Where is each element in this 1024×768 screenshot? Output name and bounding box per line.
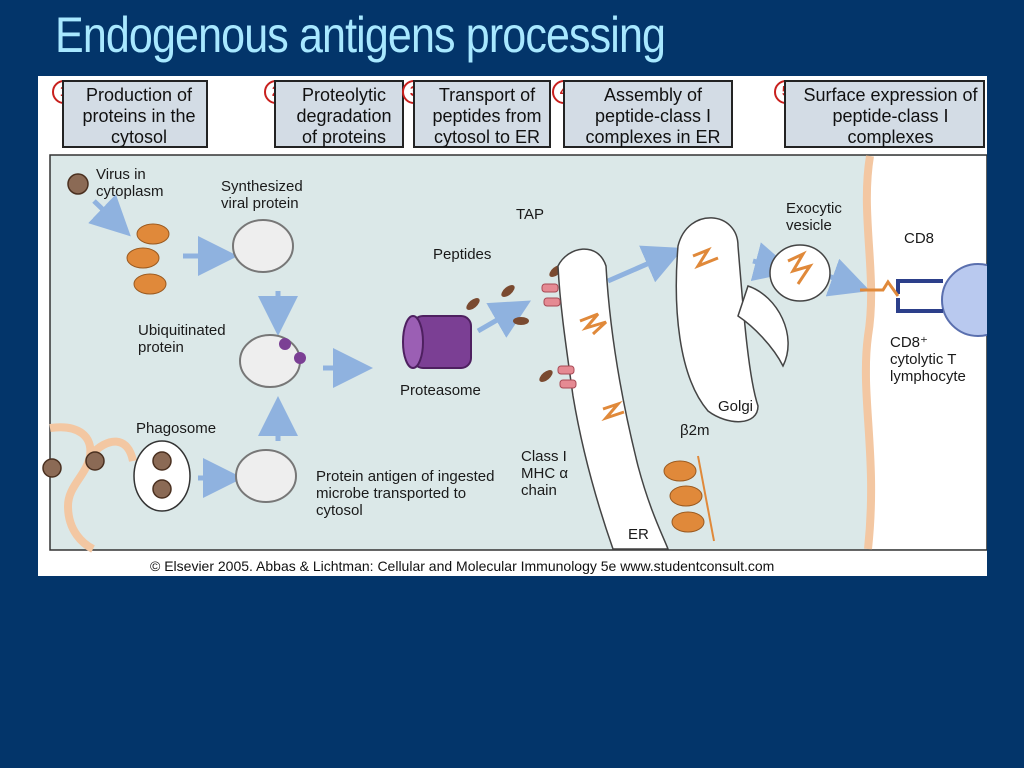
exocytic-vesicle	[769, 244, 831, 302]
step-text-4: Assembly of peptide-class I complexes in…	[585, 85, 721, 147]
step-text-2: Proteolytic degradation of proteins	[296, 85, 392, 147]
label-protein-antigen: Protein antigen of ingested microbe tran…	[316, 468, 495, 519]
virus-icon	[42, 173, 105, 478]
step-box-2: Proteolytic degradation of proteins	[274, 80, 404, 148]
cd8-t-cell	[941, 263, 987, 337]
step-box-3: Transport of peptides from cytosol to ER	[413, 80, 551, 148]
step-box-1: Production of proteins in the cytosol	[62, 80, 208, 148]
label-b2m: β2m	[680, 422, 710, 439]
ingested-microbe-icon	[152, 451, 172, 499]
label-class-i-mhc: Class I MHC α chain	[521, 448, 568, 499]
pathway-arrows	[88, 194, 871, 498]
step-text-3: Transport of peptides from cytosol to ER	[432, 85, 542, 147]
label-golgi: Golgi	[718, 398, 754, 415]
golgi-apparatus	[675, 217, 759, 423]
label-virus: Virus in cytoplasm	[96, 166, 164, 200]
peptide-icon	[466, 265, 563, 382]
cell-membrane	[861, 155, 876, 550]
label-proteasome: Proteasome	[400, 382, 481, 399]
folded-protein-icon	[232, 219, 301, 503]
label-cd8-cell: CD8⁺ cytolytic T lymphocyte	[890, 334, 966, 385]
label-cd8: CD8	[904, 230, 935, 247]
step-box-4: Assembly of peptide-class I complexes in…	[563, 80, 733, 148]
label-exocytic-vesicle: Exocytic vesicle	[786, 200, 842, 234]
step-text-1: Production of proteins in the cytosol	[82, 85, 196, 147]
extracellular-space	[870, 156, 986, 549]
ubiquitin-icon	[279, 338, 306, 364]
cd8-receptor-icon	[896, 279, 943, 313]
copyright-text: © Elsevier 2005. Abbas & Lichtman: Cellu…	[150, 558, 775, 574]
label-phagosome: Phagosome	[136, 420, 217, 437]
tap-transporter-icon	[541, 283, 577, 389]
mhc-class-i-icon	[579, 312, 625, 422]
label-tap: TAP	[516, 206, 545, 223]
er-ribosome-icon	[663, 460, 705, 533]
phagosome	[133, 440, 191, 512]
figure-graphics	[42, 154, 987, 553]
ribosome-icon	[126, 223, 170, 295]
label-synthesized-protein: Synthesized viral protein	[221, 178, 303, 212]
label-ubiquitinated: Ubiquitinated protein	[138, 322, 226, 356]
label-peptides: Peptides	[433, 246, 492, 263]
proteasome-icon	[402, 315, 472, 369]
step-text-5: Surface expression of peptide-class I co…	[803, 85, 978, 147]
phagocytic-membrane	[49, 423, 95, 553]
step-box-5: Surface expression of peptide-class I co…	[784, 80, 985, 148]
label-er: ER	[628, 526, 649, 543]
slide-title: Endogenous antigens processing	[55, 7, 666, 63]
antigen-processing-figure: 1 Production of proteins in the cytosol …	[38, 76, 987, 576]
